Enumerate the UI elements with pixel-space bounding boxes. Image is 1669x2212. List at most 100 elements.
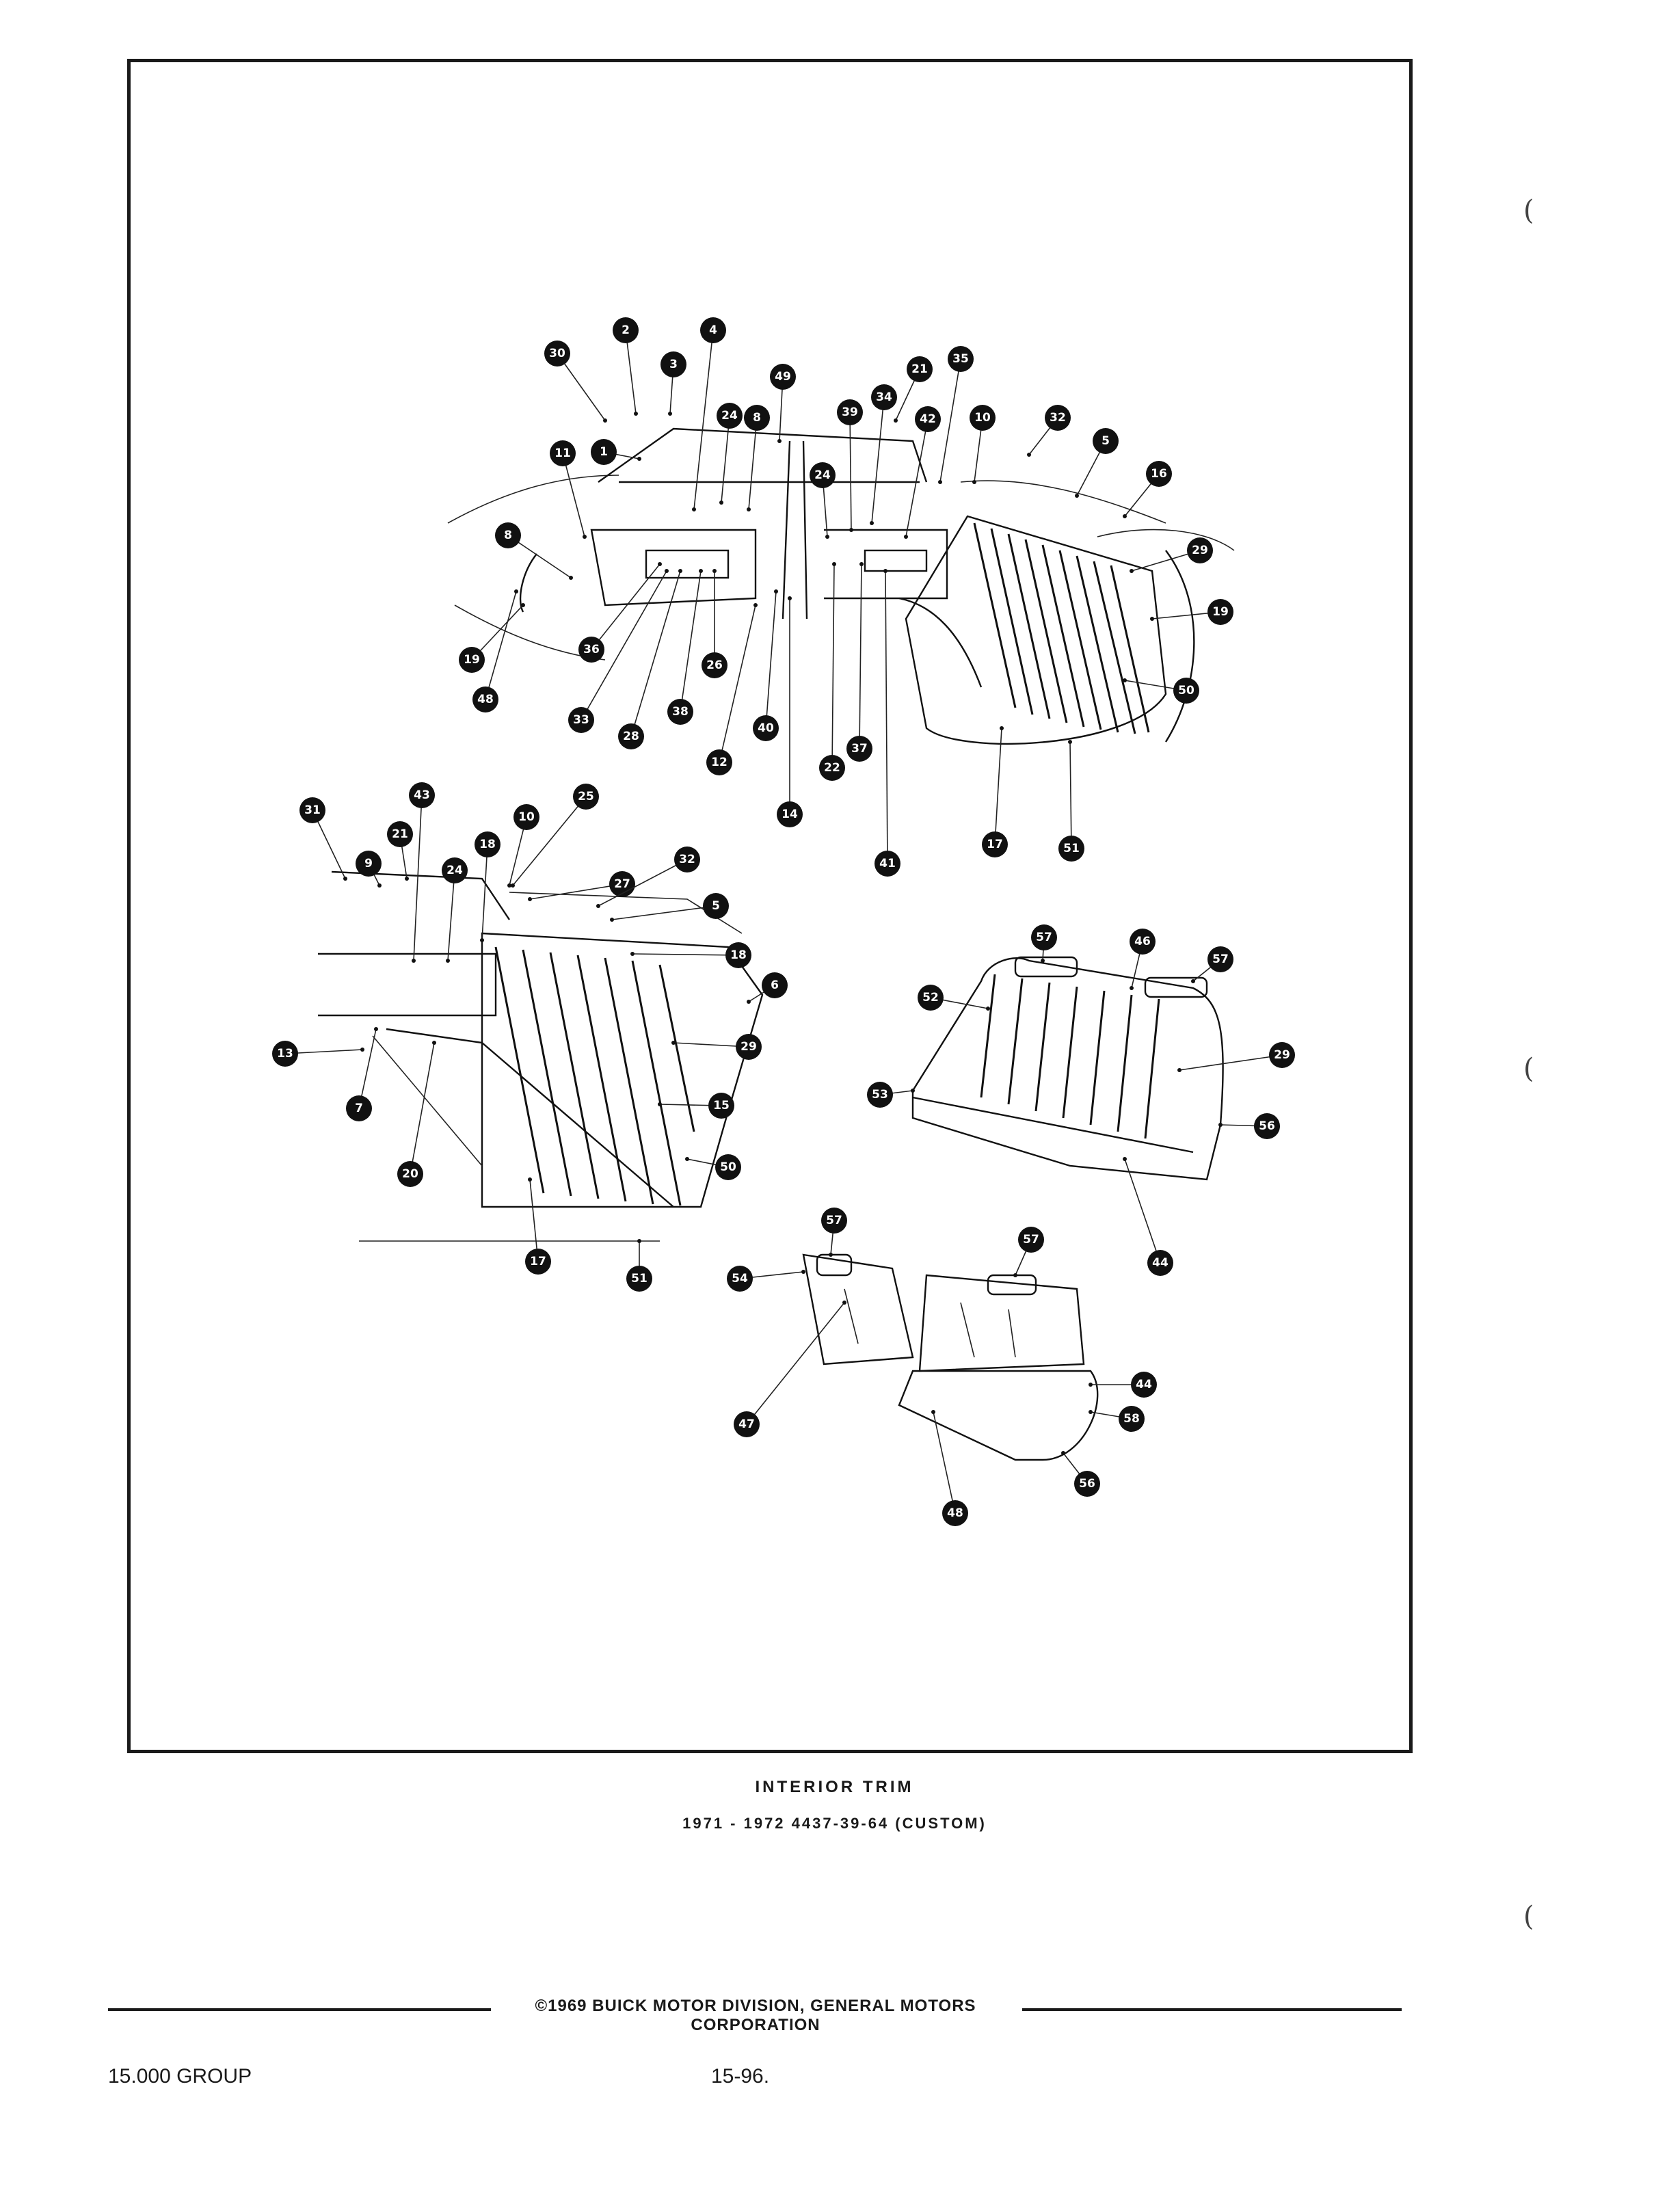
callout-c40: 40 (753, 589, 779, 741)
callout-c18b: 18 (630, 942, 751, 968)
split-bench-seat-drawing (802, 1253, 1099, 1461)
callout-leader-line (859, 563, 862, 749)
callout-leader-line (481, 844, 488, 941)
callout-number: 30 (549, 347, 565, 360)
callout-bubble (618, 723, 644, 749)
callout-bubble (1018, 1227, 1044, 1253)
callout-leader-tip (511, 883, 515, 888)
callout-bubble (1147, 1250, 1173, 1276)
callout-leader-line (413, 795, 423, 961)
callout-leader-tip (938, 480, 942, 484)
callout-c24a: 24 (717, 403, 743, 505)
callout-bubble (578, 637, 604, 663)
callout-bubble (591, 439, 617, 465)
callout-number: 37 (851, 742, 868, 756)
callout-number: 35 (952, 352, 969, 366)
callout-number: 6 (771, 978, 779, 992)
callout-leader-tip (514, 589, 518, 594)
page-number: 15-96. (711, 2065, 770, 2088)
callout-leader-line (849, 412, 852, 531)
callout-number: 11 (555, 447, 571, 460)
callout-number: 1 (600, 445, 608, 459)
callout-c50b: 50 (685, 1154, 741, 1180)
callout-bubble (970, 405, 996, 431)
callout-c51a: 51 (1058, 740, 1084, 862)
upper-door-and-seat-drawing (447, 427, 1235, 745)
callout-number: 13 (277, 1047, 293, 1061)
callout-c30: 30 (544, 341, 607, 423)
callout-number: 7 (355, 1102, 363, 1115)
footer-rule-left (108, 2008, 491, 2011)
callout-number: 3 (669, 358, 678, 371)
callout-c31: 31 (299, 797, 347, 881)
callout-c19b: 19 (459, 603, 525, 673)
callout-c56a: 56 (1218, 1113, 1280, 1139)
callout-leader-line (1124, 1158, 1161, 1264)
callout-c21b: 21 (387, 821, 413, 881)
callout-c8a: 8 (744, 405, 770, 511)
callout-c11: 11 (550, 440, 587, 539)
callout-leader-tip (671, 1041, 676, 1045)
callout-leader-line (410, 1042, 435, 1175)
callout-leader-tip (665, 569, 669, 573)
callout-bubble (387, 821, 413, 847)
callout-leader-line (591, 563, 660, 650)
callout-leader-tip (668, 412, 672, 416)
callout-bubble (736, 1034, 762, 1060)
callout-leader-line (719, 604, 756, 763)
callout-leader-line (447, 870, 455, 961)
callout-bubble (1074, 1471, 1100, 1497)
callout-leader-line (871, 397, 885, 524)
callout-leader-tip (712, 569, 717, 573)
callout-leader-tip (832, 562, 836, 566)
callout-leader-line (680, 570, 702, 712)
callout-number: 21 (911, 362, 928, 376)
callout-c53: 53 (867, 1082, 915, 1108)
callout-leader-line (625, 330, 637, 414)
callout-c28: 28 (618, 569, 682, 749)
callout-leader-line (630, 570, 681, 737)
callout-leader-tip (825, 535, 829, 539)
callout-number: 57 (826, 1214, 842, 1227)
callout-c5a: 5 (1075, 428, 1119, 498)
callout-bubble (1031, 924, 1057, 950)
callout-c7: 7 (346, 1027, 378, 1121)
callout-c14: 14 (777, 596, 803, 827)
callout-c57b: 57 (1191, 946, 1233, 983)
callout-bubble (299, 797, 325, 823)
callout-c44a: 44 (1123, 1157, 1173, 1276)
callout-c49: 49 (770, 364, 796, 443)
callout-number: 29 (1192, 544, 1208, 557)
group-label: 15.000 GROUP (108, 2065, 252, 2088)
callout-leader-tip (528, 897, 532, 901)
callout-leader-tip (360, 1048, 364, 1052)
callout-leader-tip (377, 883, 382, 888)
callout-leader-tip (432, 1041, 436, 1045)
callout-leader-line (562, 453, 585, 537)
callout-number: 50 (720, 1160, 736, 1174)
callout-leader-tip (634, 412, 638, 416)
callout-bubble (918, 985, 944, 1011)
callout-number: 43 (414, 788, 430, 802)
figure-subtitle: 1971 - 1972 4437-39-64 (CUSTOM) (682, 1815, 987, 1832)
callout-c32a: 32 (1027, 405, 1071, 457)
callout-c16: 16 (1123, 461, 1172, 518)
callout-leader-tip (1075, 494, 1079, 498)
callout-bubble (744, 405, 770, 431)
callout-leader-tip (658, 1102, 662, 1106)
callout-c54: 54 (727, 1266, 805, 1292)
callout-leader-line (598, 859, 688, 907)
callout-c48a: 48 (472, 589, 518, 712)
callout-bubble (915, 406, 941, 432)
callout-leader-tip (405, 877, 409, 881)
callout-bubble (753, 715, 779, 741)
callout-number: 49 (775, 370, 791, 384)
callout-leader-tip (904, 535, 908, 539)
callout-bubble (1131, 1372, 1157, 1398)
callout-bubble (942, 1500, 968, 1526)
callout-bubble (700, 317, 726, 343)
copyright-notice: ©1969 BUICK MOTOR DIVISION, GENERAL MOTO… (535, 1997, 976, 2034)
callout-leader-line (885, 570, 888, 864)
callout-bubble (544, 341, 570, 367)
